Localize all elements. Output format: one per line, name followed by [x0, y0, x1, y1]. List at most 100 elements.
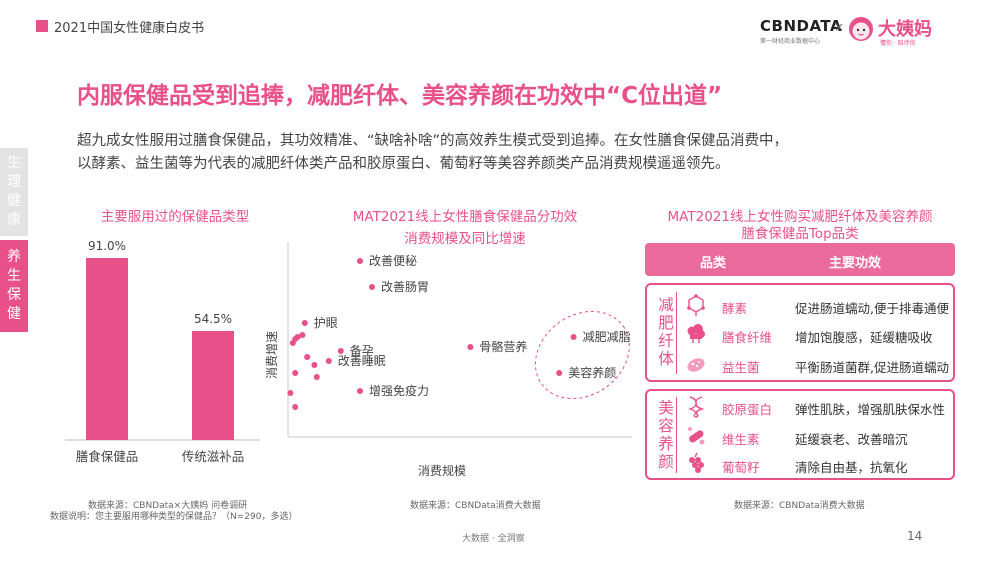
summary-line-2: 以酵素、益生菌等为代表的减肥纤体类产品和胶原蛋白、葡萄籽等美容养颜类产品消费规模… — [77, 156, 730, 172]
scatter-point — [289, 340, 296, 346]
scatter-point — [556, 370, 563, 376]
fiber-cloud-icon — [687, 324, 705, 343]
scatter-chart-title-line-2: 消费规模及同比增速 — [404, 231, 526, 247]
row-function: 促进肠道蠕动,便于排毒通便 — [795, 301, 949, 316]
page-number: 14 — [907, 529, 923, 543]
group-label-char: 颜 — [658, 453, 674, 471]
group-label-char: 容 — [658, 417, 674, 435]
row-function: 平衡肠道菌群,促进肠道蠕动 — [795, 360, 949, 375]
report-title: 2021中国女性健康白皮书 — [54, 21, 205, 36]
scatter-point — [311, 362, 318, 368]
scatter-point-label: 减肥减脂 — [583, 329, 631, 344]
scatter-point-label: 护眼 — [314, 316, 338, 330]
enzyme-molecule-icon — [687, 294, 705, 316]
table-header-category: 品类 — [700, 256, 727, 271]
group-label-char: 纤 — [658, 332, 674, 350]
group-label-slimming: 减 肥 纤 体 — [656, 296, 676, 368]
right-data-source: 数据来源：CBNData消费大数据 — [734, 501, 865, 511]
vitamin-pill-icon — [688, 427, 705, 445]
group-divider — [676, 397, 677, 473]
scatter-point — [337, 348, 344, 354]
summary-line-1: 超九成女性服用过膳食保健品，其功效精准、“缺啥补啥”的高效养生模式受到追捧。在女… — [77, 133, 789, 149]
side-tab-char: 健 — [7, 306, 21, 322]
table-title-line-2: 膳食保健品Top品类 — [741, 226, 859, 242]
group-label-char: 肥 — [658, 314, 674, 332]
probiotic-bacteria-icon — [687, 358, 705, 372]
bar-chart-title: 主要服用过的保健品类型 — [100, 209, 250, 225]
row-function: 弹性肌肤，增强肌肤保水性 — [795, 402, 946, 417]
table-header-function: 主要功效 — [829, 256, 882, 271]
left-data-source: 数据来源：CBNData×大姨妈 问卷调研 — [88, 501, 248, 511]
row-category: 酵素 — [722, 301, 748, 316]
header-accent-square — [36, 20, 48, 32]
bar — [192, 331, 234, 440]
table-header — [645, 243, 955, 276]
bar-category-label: 传统滋补品 — [182, 449, 245, 464]
side-tab-char: 理 — [7, 174, 21, 190]
bar-value-label: 54.5% — [194, 312, 232, 326]
row-category: 胶原蛋白 — [722, 402, 773, 417]
logo-separator: × — [834, 20, 845, 34]
grape-icon — [689, 452, 704, 473]
bar-value-label: 91.0% — [88, 239, 126, 253]
scatter-point — [292, 404, 299, 410]
group-label-char: 体 — [658, 350, 674, 368]
group-divider — [676, 292, 677, 374]
table-title-line-1: MAT2021线上女性购买减肥纤体及美容养颜 — [667, 209, 933, 225]
bar-category-label: 膳食保健品 — [76, 449, 139, 464]
side-tab-char: 康 — [7, 212, 21, 228]
scatter-y-axis-label: 消费增速 — [265, 331, 279, 379]
scatter-point-label: 改善睡眠 — [338, 353, 386, 368]
scatter-chart-title-line-1: MAT2021线上女性膳食保健品分功效 — [352, 209, 578, 225]
side-tab-char: 健 — [7, 193, 21, 209]
cbndata-logo: CBNDATA — [760, 17, 843, 35]
scatter-point — [287, 390, 294, 396]
group-label-beauty: 美 容 养 颜 — [656, 399, 676, 471]
group-label-char: 美 — [658, 399, 674, 417]
scatter-point-label: 骨骼营养 — [479, 339, 527, 354]
scatter-point-label: 美容养颜 — [568, 365, 616, 380]
collagen-helix-icon — [688, 396, 705, 418]
scatter-chart: 消费增速消费规模改善记忆改善便秘改善肠胃护眼备孕改善睡眠增强免疫力骨骼营养减肥减… — [265, 242, 632, 478]
row-function: 增加饱腹感，延缓糖吸收 — [795, 330, 933, 345]
scatter-point — [304, 354, 311, 360]
row-function: 延缓衰老、改善暗沉 — [795, 432, 908, 447]
dayima-face-logo-icon — [849, 17, 873, 41]
scatter-point-label: 备孕 — [350, 344, 374, 358]
scatter-point — [313, 374, 320, 380]
scatter-point — [357, 388, 363, 394]
side-tab-char: 养 — [7, 249, 21, 265]
cbndata-logo-subtitle: 第一财经商业数据中心 — [760, 38, 821, 45]
side-tab-char: 生 — [7, 155, 21, 171]
mid-data-source: 数据来源：CBNData消费大数据 — [410, 501, 541, 511]
scatter-point — [369, 284, 375, 290]
scatter-point — [301, 320, 308, 326]
side-tab-char: 保 — [7, 287, 21, 303]
row-category: 益生菌 — [722, 360, 760, 375]
dayima-logo: 大姨妈 — [878, 19, 932, 40]
scatter-point — [292, 370, 299, 376]
scatter-point — [570, 334, 577, 340]
side-tab-health-care[interactable]: 养 生 保 健 — [0, 240, 28, 332]
group-label-char: 养 — [658, 435, 674, 453]
row-function: 清除自由基，抗氧化 — [795, 460, 908, 475]
dayima-logo-subtitle: 懂你 · 陪伴你 — [880, 40, 916, 47]
scatter-point-label: 改善便秘 — [369, 253, 417, 268]
page-headline: 内服保健品受到追捧，减肥纤体、美容养颜在功效中“C位出道” — [77, 83, 723, 109]
row-category: 葡萄籽 — [722, 460, 760, 475]
side-tab-physiological-health[interactable]: 生 理 健 康 — [0, 148, 28, 236]
row-category: 膳食纤维 — [722, 330, 773, 345]
bar-chart: 91.0% 膳食保健品 54.5% 传统滋补品 — [65, 239, 260, 464]
group-label-char: 减 — [658, 296, 674, 314]
scatter-point-label: 增强免疫力 — [369, 383, 429, 398]
scatter-point-label: 改善肠胃 — [381, 279, 429, 294]
left-data-note: 数据说明：您主要服用哪种类型的保健品？（N=290，多选） — [50, 512, 298, 522]
scatter-point — [325, 358, 332, 364]
scatter-point — [467, 344, 474, 350]
side-tab-char: 生 — [7, 268, 21, 284]
bar — [86, 258, 128, 440]
scatter-point — [299, 332, 306, 338]
scatter-point — [357, 258, 363, 264]
highlight-ellipse — [534, 310, 630, 400]
row-category: 维生素 — [722, 432, 760, 447]
